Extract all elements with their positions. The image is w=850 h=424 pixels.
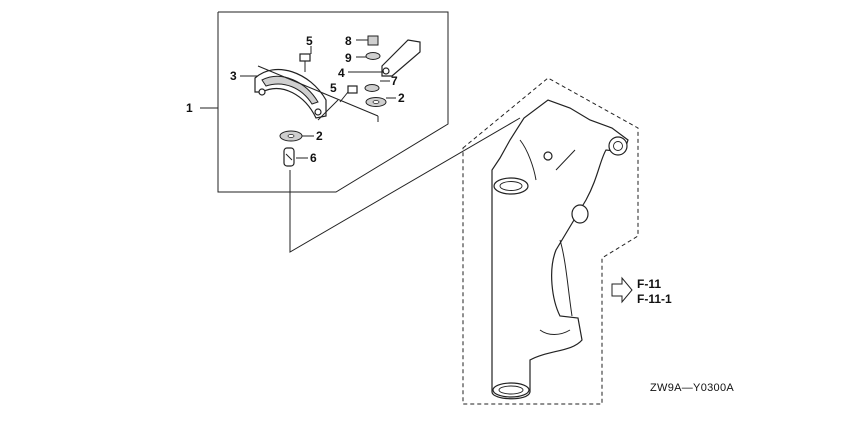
callout-9: 7 (380, 74, 398, 88)
callout-label: 1 (186, 101, 193, 115)
extension-case-part (491, 99, 629, 400)
leader-to-casing (289, 117, 521, 253)
svg-text:9: 9 (345, 51, 352, 65)
svg-text:2: 2 (316, 129, 323, 143)
svg-text:7: 7 (391, 74, 398, 88)
callout-6: 6 (296, 151, 317, 165)
casing-boundary (462, 77, 639, 405)
svg-text:4: 4 (338, 66, 345, 80)
svg-text:3: 3 (230, 69, 237, 83)
bolt-part-lower (339, 85, 358, 103)
callout-3: 3 (230, 69, 258, 83)
reference-f11: F-11 (637, 277, 661, 291)
reference-group: F-11 F-11-1 (611, 276, 672, 306)
clip-part (283, 147, 295, 167)
reference-f11-1: F-11-1 (637, 292, 672, 306)
callout-4: 4 (338, 66, 384, 80)
svg-text:5: 5 (306, 34, 313, 48)
drawing-code: ZW9A—Y0300A (650, 382, 734, 394)
arrow-right-outline-icon (611, 276, 633, 304)
callout-5-upper: 5 (306, 34, 313, 54)
svg-text:8: 8 (345, 34, 352, 48)
assembly-outline (200, 11, 449, 193)
nut-part (367, 35, 379, 46)
bolt-part-upper (299, 53, 311, 72)
callout-5-lower: 5 (330, 81, 337, 95)
handle-bracket-part (254, 68, 327, 119)
washer-part-8 (365, 52, 381, 60)
callout-2-lower: 2 (302, 129, 323, 143)
link-plate-part (381, 39, 421, 77)
assembly-guides (257, 65, 379, 122)
svg-text:6: 6 (310, 151, 317, 165)
callout-2-upper: 2 (386, 91, 405, 105)
svg-text:2: 2 (398, 91, 405, 105)
callout-8: 9 (345, 51, 366, 65)
svg-text:5: 5 (330, 81, 337, 95)
callout-7: 8 (345, 34, 368, 48)
callout-1: 1 (186, 101, 193, 115)
washer-part-9 (364, 84, 380, 92)
